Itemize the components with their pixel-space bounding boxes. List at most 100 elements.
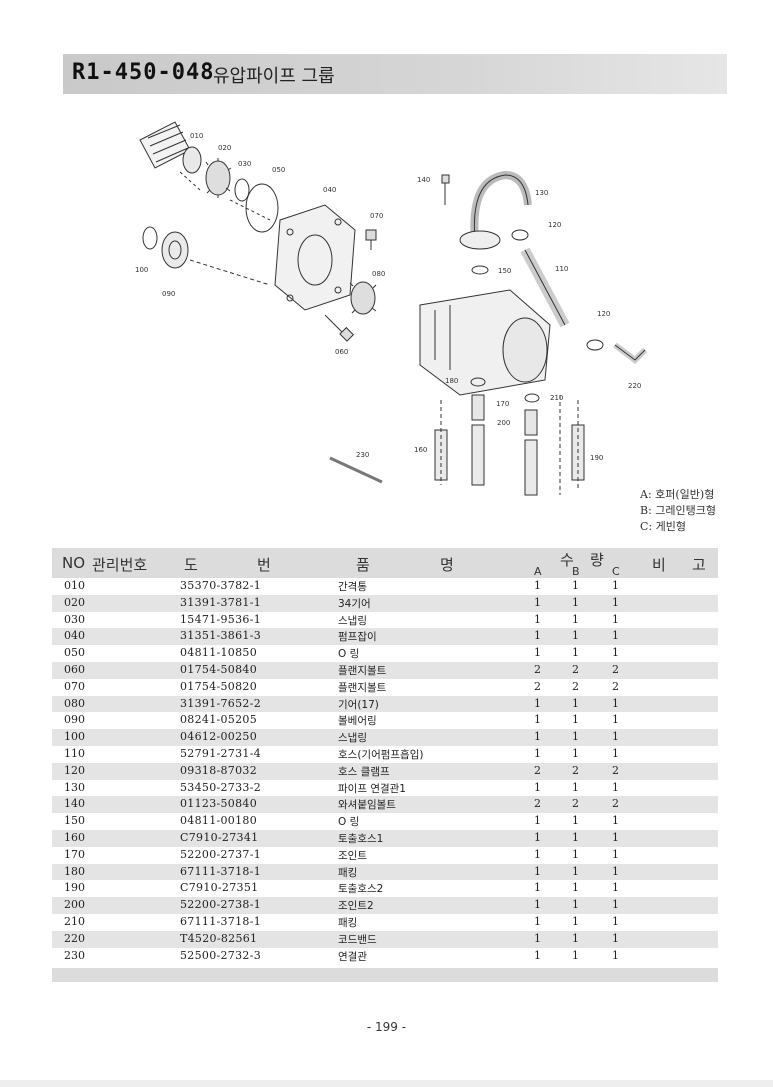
- cell-name: 파이프 연결관1: [338, 782, 406, 795]
- callout-230: 230: [356, 451, 369, 459]
- cell-qty-a: 1: [534, 931, 541, 945]
- cell-qty-b: 1: [572, 830, 579, 844]
- cell-qty-b: 1: [572, 746, 579, 760]
- cell-no: 060: [64, 662, 85, 676]
- cell-qty-b: 1: [572, 579, 579, 592]
- cell-qty-a: 2: [534, 763, 541, 777]
- cell-name: 호스(기어펌프흡입): [338, 748, 424, 761]
- header-no: NO: [62, 554, 86, 572]
- callout-220: 220: [628, 382, 641, 390]
- cell-no: 030: [64, 612, 85, 626]
- cell-name: 조인트2: [338, 900, 374, 913]
- cell-qty-c: 1: [612, 914, 619, 928]
- cell-qty-b: 1: [572, 713, 579, 727]
- callout-120-right: 120: [597, 310, 610, 318]
- cord-band-230-drawing: [329, 456, 383, 484]
- cell-qty-c: 1: [612, 948, 619, 962]
- cell-no: 140: [64, 797, 85, 811]
- joint-170-drawing: [471, 394, 485, 421]
- callout-200: 200: [497, 419, 510, 427]
- header-remark-1: 비: [652, 556, 666, 574]
- header-mgmt-no: 관리번호: [92, 556, 148, 574]
- cell-qty-b: 2: [572, 662, 579, 676]
- cell-part-no: 31351-3861-3: [180, 629, 262, 643]
- cell-name: O 링: [338, 816, 360, 829]
- o-ring-150-drawing: [471, 265, 489, 275]
- cell-no: 090: [64, 713, 85, 727]
- bolt-140-drawing: [441, 174, 450, 205]
- cell-name: 코드밴드: [338, 933, 377, 946]
- exploded-parts-diagram: 010 020 030 050 040 070 100 090 080 060 …: [135, 121, 648, 496]
- cell-qty-a: 1: [534, 746, 541, 760]
- joint-200-drawing: [524, 409, 538, 436]
- cell-no: 070: [64, 679, 85, 693]
- cell-qty-c: 1: [612, 830, 619, 844]
- cell-qty-b: 1: [572, 595, 579, 609]
- cell-part-no: 52500-2732-3: [180, 948, 262, 962]
- callout-010: 010: [190, 132, 203, 140]
- hose-110-drawing: [520, 247, 570, 328]
- cell-qty-b: 2: [572, 763, 579, 777]
- callout-130: 130: [535, 189, 548, 197]
- cell-qty-b: 1: [572, 612, 579, 626]
- cell-qty-a: 1: [534, 914, 541, 928]
- cell-part-no: 31391-3781-1: [180, 595, 262, 609]
- cell-qty-c: 1: [612, 898, 619, 912]
- cell-qty-a: 1: [534, 629, 541, 643]
- cell-qty-b: 1: [572, 646, 579, 660]
- callout-160: 160: [414, 446, 427, 454]
- table-footer-bar: [52, 968, 718, 982]
- callout-080: 080: [372, 270, 385, 278]
- cell-part-no: 15471-9536-1: [180, 612, 262, 626]
- header-name-1: 품: [356, 556, 370, 574]
- cell-name: 34기어: [338, 597, 371, 610]
- cell-no: 200: [64, 898, 85, 912]
- cell-qty-b: 1: [572, 864, 579, 878]
- cell-part-no: 35370-3782-1: [180, 579, 262, 592]
- cell-qty-a: 2: [534, 662, 541, 676]
- cell-name: O 링: [338, 648, 360, 661]
- o-ring-drawing: [245, 183, 279, 233]
- cell-part-no: 01123-50840: [180, 797, 258, 811]
- cell-qty-b: 1: [572, 696, 579, 710]
- cell-part-no: C7910-27351: [180, 881, 259, 895]
- cell-qty-a: 1: [534, 612, 541, 626]
- cell-name: 조인트: [338, 849, 367, 862]
- cell-qty-a: 1: [534, 713, 541, 727]
- table-header: NO 관리번호 도 번 품 명 수 량 A B C 비 고: [52, 548, 718, 578]
- pump-bracket-drawing: [274, 204, 356, 311]
- cell-qty-c: 2: [612, 679, 619, 693]
- page-number: - 199 -: [366, 1020, 407, 1034]
- cell-qty-a: 1: [534, 595, 541, 609]
- cell-qty-c: 1: [612, 881, 619, 895]
- cell-qty-a: 1: [534, 730, 541, 744]
- cell-qty-a: 1: [534, 948, 541, 962]
- cell-part-no: 52200-2738-1: [180, 898, 262, 912]
- cell-qty-a: 1: [534, 898, 541, 912]
- cell-qty-c: 1: [612, 713, 619, 727]
- flange-bolt-070-drawing: [365, 229, 377, 250]
- header-drawing-1: 도: [184, 556, 198, 574]
- cell-qty-c: 2: [612, 662, 619, 676]
- flange-bolt-060-drawing: [324, 314, 355, 342]
- cell-qty-c: 1: [612, 612, 619, 626]
- callout-190: 190: [590, 454, 603, 462]
- cell-part-no: 01754-50840: [180, 662, 258, 676]
- cell-no: 170: [64, 847, 85, 861]
- cell-no: 010: [64, 579, 85, 592]
- cell-qty-c: 1: [612, 746, 619, 760]
- callout-020: 020: [218, 144, 231, 152]
- cell-part-no: 67111-3718-1: [180, 864, 262, 878]
